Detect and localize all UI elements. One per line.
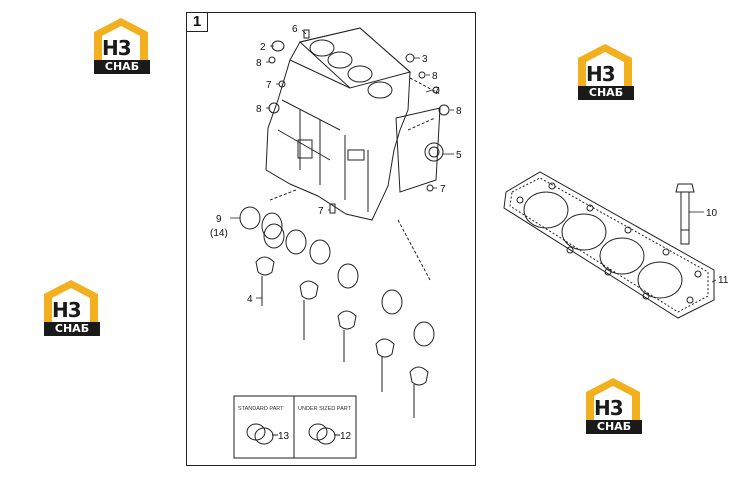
cylinder-block-drawing (265, 27, 444, 281)
callout-8: 8 (256, 104, 262, 115)
callout-14: (14) (210, 228, 228, 239)
callout-6: 6 (292, 24, 298, 35)
brand-logo: H3 СНАБ (90, 16, 152, 76)
inset-standard-title: STANDARD PART (238, 406, 284, 412)
callout-3: 3 (422, 54, 428, 65)
callout-7: 7 (318, 206, 324, 217)
callout-13: 13 (278, 431, 290, 442)
house-logo-icon (578, 44, 632, 86)
logo-bottom-text: СНАБ (94, 60, 150, 74)
callout-8: 8 (456, 106, 462, 117)
bearing-caps-drawing (239, 206, 435, 418)
callout-5: 5 (456, 150, 462, 161)
logo-top-text: H3 (52, 298, 82, 322)
logo-top-text: H3 (102, 36, 132, 60)
callout-7: 7 (266, 80, 272, 91)
callout-2: 2 (260, 42, 266, 53)
inset-undersized-title: UNDER SIZED PART (298, 406, 352, 412)
head-gasket-drawing (503, 171, 715, 319)
brand-logo: H3 СНАБ (574, 42, 636, 102)
diagram-frame (186, 12, 476, 466)
callout-12: 12 (340, 431, 352, 442)
callout-8: 8 (432, 71, 438, 82)
head-bolt-drawing (675, 183, 695, 245)
callout-4: 4 (247, 294, 253, 305)
house-logo-icon (586, 378, 640, 420)
leader-lines (230, 29, 717, 436)
brand-logo: H3 СНАБ (40, 278, 102, 338)
callout-9: 9 (216, 214, 222, 225)
logo-top-text: H3 (594, 396, 624, 420)
logo-bottom-text: СНАБ (578, 86, 634, 100)
callout-10: 10 (706, 208, 718, 219)
house-logo-icon (44, 280, 98, 322)
house-logo-icon (94, 18, 148, 60)
brand-logo: H3 СНАБ (582, 376, 644, 436)
callout-7: 7 (434, 86, 440, 97)
callout-7: 7 (440, 184, 446, 195)
logo-bottom-text: СНАБ (586, 420, 642, 434)
callout-11: 11 (718, 275, 729, 286)
inset-box (233, 395, 357, 459)
callout-8: 8 (256, 58, 262, 69)
frame-number: 1 (186, 12, 208, 32)
logo-bottom-text: СНАБ (44, 322, 100, 336)
logo-top-text: H3 (586, 62, 616, 86)
